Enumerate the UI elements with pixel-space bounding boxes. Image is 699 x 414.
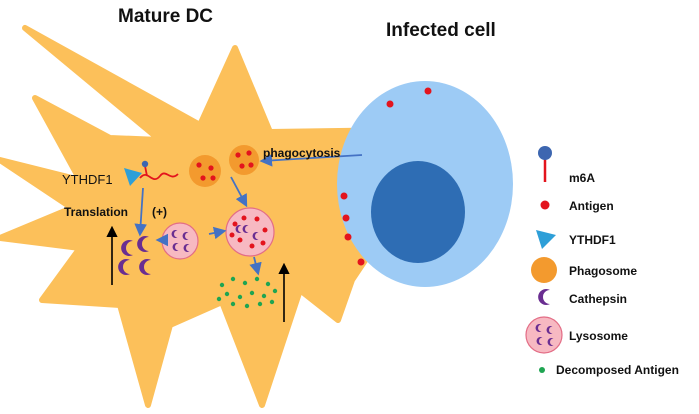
- infected-cell-nucleus: [371, 161, 465, 263]
- title-infected-cell: Infected cell: [386, 20, 496, 41]
- cathepsin-icon: [538, 289, 550, 305]
- legend-label-lysosome: Lysosome: [569, 329, 628, 343]
- ythdf1-mrna-complex: [124, 160, 179, 186]
- phagosome-icon: [531, 257, 557, 283]
- legend-label-decomposed-antigen: Decomposed Antigen: [556, 363, 679, 377]
- label-plus: (+): [152, 205, 167, 219]
- legend-label-m6a: m6A: [569, 171, 596, 185]
- pathway-arrows: [134, 154, 363, 276]
- antigen-icon: [540, 200, 550, 210]
- legend-label-cathepsin: Cathepsin: [569, 292, 628, 306]
- label-phagocytosis: phagocytosis: [263, 146, 341, 160]
- label-translation: Translation: [64, 205, 129, 219]
- phagosome-left: [189, 155, 221, 187]
- phagolysosome: [225, 207, 275, 257]
- lysosome: [161, 222, 199, 260]
- lysosome-icon: [525, 316, 563, 354]
- legend-label-ythdf1: YTHDF1: [569, 233, 616, 247]
- m6a-icon: [538, 146, 552, 182]
- phagosome-right: [229, 145, 259, 175]
- upregulation-arrows: [106, 225, 290, 322]
- legend-label-phagosome: Phagosome: [569, 264, 638, 278]
- ythdf1-icon: [536, 230, 556, 249]
- legend-label-antigen: Antigen: [569, 199, 614, 213]
- dendritic-cell-body: [0, 25, 413, 408]
- decomposed-antigen-icon: [539, 367, 545, 373]
- surface-antigens: [340, 87, 432, 266]
- title-mature-dc: Mature DC: [118, 6, 214, 27]
- label-ythdf1: YTHDF1: [62, 172, 113, 187]
- decomposed-antigen: [216, 276, 278, 309]
